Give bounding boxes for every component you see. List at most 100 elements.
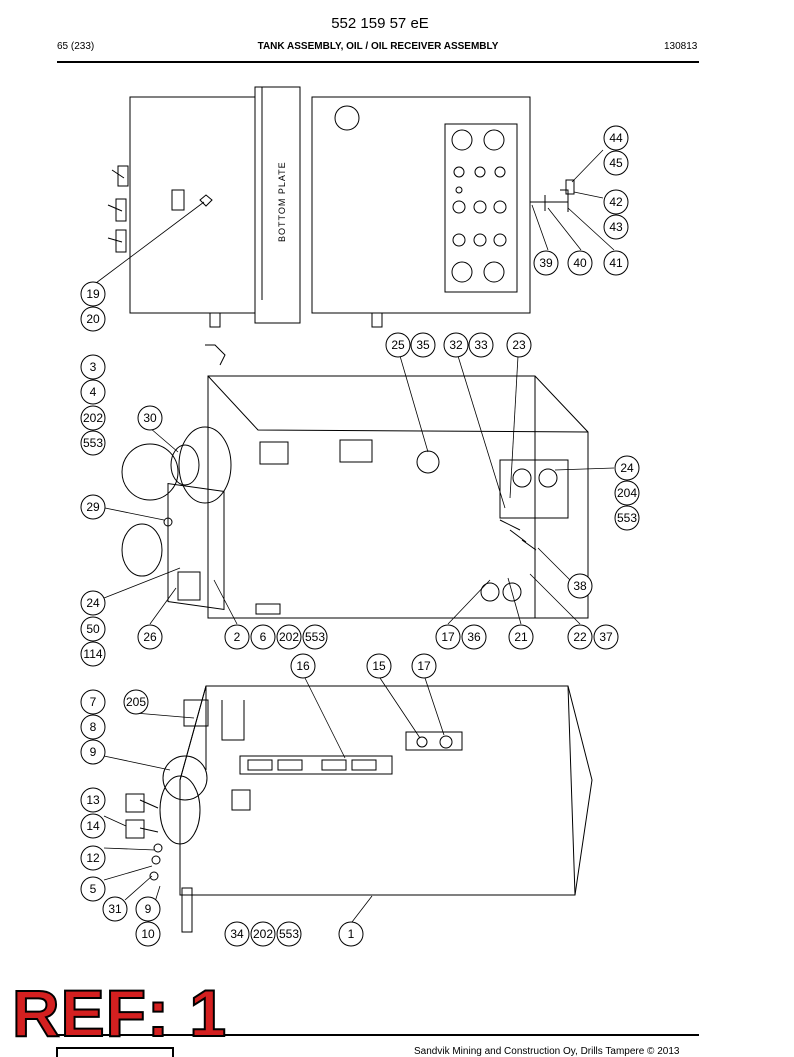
callout-6: 6	[260, 630, 267, 644]
sandvik-logo	[56, 1047, 174, 1057]
callout-24-bubble	[614, 455, 640, 481]
callout-12: 12	[86, 851, 100, 865]
callout-16-bubble	[290, 653, 316, 679]
callout-7-bubble	[80, 689, 106, 715]
callout-202: 202	[83, 411, 103, 425]
callout-43: 43	[609, 220, 623, 234]
page-title: TANK ASSEMBLY, OIL / OIL RECEIVER ASSEMB…	[257, 41, 499, 52]
callout-5: 5	[90, 882, 97, 896]
callout-35-bubble	[410, 332, 436, 358]
callout-2: 2	[234, 630, 241, 644]
page-number: 65 (233)	[57, 41, 95, 52]
callout-33-bubble	[468, 332, 494, 358]
callout-44: 44	[609, 131, 623, 145]
callout-553: 553	[305, 630, 325, 644]
callout-553-bubble	[614, 505, 640, 531]
callout-26-bubble	[137, 624, 163, 650]
callout-36: 36	[467, 630, 481, 644]
callout-22-bubble	[567, 624, 593, 650]
callout-19-bubble	[80, 281, 106, 307]
callout-114-bubble	[80, 641, 106, 667]
footer-rule	[57, 1034, 699, 1036]
callout-40: 40	[573, 256, 587, 270]
callout-41: 41	[609, 256, 623, 270]
callout-5-bubble	[80, 876, 106, 902]
callout-31: 31	[108, 902, 122, 916]
callout-4-bubble	[80, 379, 106, 405]
callout-24: 24	[86, 596, 100, 610]
callout-3: 3	[90, 360, 97, 374]
ref-stamp: REF: 1	[11, 976, 228, 1050]
callout-38-bubble	[567, 573, 593, 599]
document-code: 130813	[664, 41, 698, 52]
callout-13: 13	[86, 793, 100, 807]
callout-8: 8	[90, 720, 97, 734]
callout-15: 15	[372, 659, 386, 673]
document-number: 552 159 57 eE	[331, 15, 429, 32]
callout-labels: 44 45 42 43 39 40 41 19 20 25 35 32 33 2…	[83, 131, 637, 941]
callout-6-bubble	[250, 624, 276, 650]
callout-17-bubble	[435, 624, 461, 650]
callout-39: 39	[539, 256, 553, 270]
footer-copyright: Sandvik Mining and Construction Oy, Dril…	[414, 1046, 680, 1057]
callout-38: 38	[573, 579, 587, 593]
callout-16: 16	[296, 659, 310, 673]
callout-10: 10	[141, 927, 155, 941]
callout-20-bubble	[80, 306, 106, 332]
callout-42: 42	[609, 195, 623, 209]
callout-553: 553	[617, 511, 637, 525]
callout-14-bubble	[80, 813, 106, 839]
callout-43-bubble	[603, 214, 629, 240]
callout-9-bubble	[80, 739, 106, 765]
callout-553-bubble	[80, 430, 106, 456]
callout-33: 33	[474, 338, 488, 352]
bottom-plate-label: BOTTOM PLATE	[277, 161, 287, 242]
callout-29: 29	[86, 500, 100, 514]
callout-1-bubble	[338, 921, 364, 947]
callout-10-bubble	[135, 921, 161, 947]
callout-26: 26	[143, 630, 157, 644]
callout-19: 19	[86, 287, 100, 301]
callout-205: 205	[126, 695, 146, 709]
callout-45-bubble	[603, 150, 629, 176]
callout-21: 21	[514, 630, 528, 644]
callout-17: 17	[417, 659, 431, 673]
callout-36-bubble	[461, 624, 487, 650]
callout-2-bubble	[224, 624, 250, 650]
callout-37-bubble	[593, 624, 619, 650]
callout-202-bubble	[276, 624, 302, 650]
callout-32: 32	[449, 338, 463, 352]
callout-13-bubble	[80, 787, 106, 813]
callout-24-bubble	[80, 590, 106, 616]
callout-34-bubble	[224, 921, 250, 947]
callout-9: 9	[90, 745, 97, 759]
callout-9-bubble	[135, 896, 161, 922]
callout-202-bubble	[250, 921, 276, 947]
bottom-view-drawing	[125, 685, 593, 933]
callout-44-bubble	[603, 125, 629, 151]
callout-34: 34	[230, 927, 244, 941]
callout-12-bubble	[80, 845, 106, 871]
callout-15-bubble	[366, 653, 392, 679]
header-rule	[57, 61, 699, 63]
callout-22: 22	[573, 630, 587, 644]
callout-9: 9	[145, 902, 152, 916]
callout-1: 1	[348, 927, 355, 941]
callout-202-bubble	[80, 405, 106, 431]
callout-23-bubble	[506, 332, 532, 358]
callout-24: 24	[620, 461, 634, 475]
callout-30-bubble	[137, 405, 163, 431]
callout-bubbles	[80, 125, 640, 947]
callout-553-bubble	[276, 921, 302, 947]
callout-7: 7	[90, 695, 97, 709]
callout-204: 204	[617, 486, 637, 500]
callout-553: 553	[279, 927, 299, 941]
callout-8-bubble	[80, 714, 106, 740]
callout-553: 553	[83, 436, 103, 450]
callout-25-bubble	[385, 332, 411, 358]
callout-17: 17	[441, 630, 455, 644]
callout-45: 45	[609, 156, 623, 170]
callout-42-bubble	[603, 189, 629, 215]
callout-553-bubble	[302, 624, 328, 650]
